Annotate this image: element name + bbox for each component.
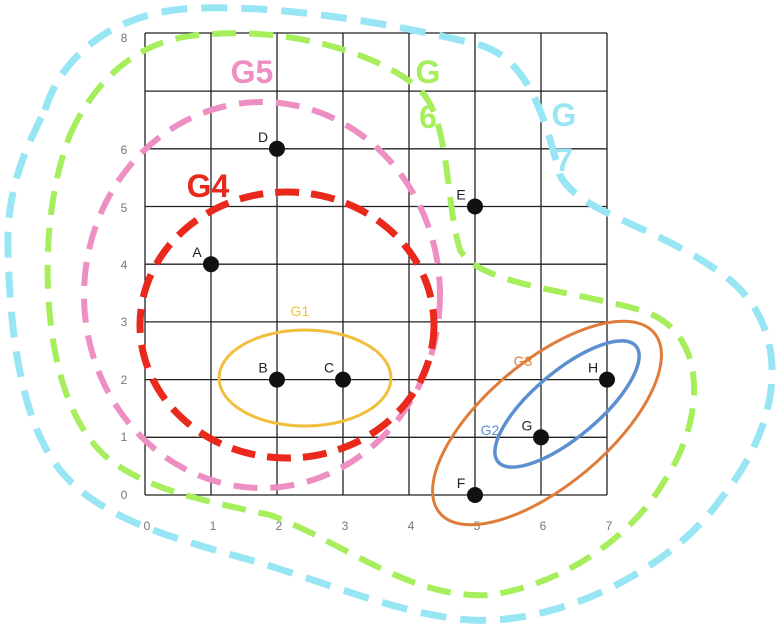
x-tick-label: 0 <box>144 519 151 533</box>
y-tick-label: 4 <box>121 258 128 272</box>
x-tick-label: 3 <box>342 519 349 533</box>
point-label: F <box>457 475 466 491</box>
cluster-boundary-g3 <box>431 319 663 527</box>
cluster-label-g1: G1 <box>291 303 310 319</box>
x-tick-label: 1 <box>210 519 217 533</box>
cluster-label-g2: G2 <box>481 422 500 438</box>
point-label: H <box>588 360 598 376</box>
data-point-e: E <box>456 187 483 215</box>
cluster-boundary-g1 <box>217 328 393 428</box>
cluster-label-g5: G5 <box>231 54 274 90</box>
data-point-h: H <box>588 360 615 388</box>
point-label: E <box>456 187 465 203</box>
cluster-boundary-g4 <box>136 188 438 462</box>
point-label: B <box>258 360 267 376</box>
cluster-boundary-g2 <box>493 339 641 469</box>
data-point-d: D <box>258 129 285 157</box>
y-tick-label: 3 <box>121 315 128 329</box>
data-points: A B C D E F G H <box>192 129 615 503</box>
cluster-label-g7-line2: 7 <box>555 142 573 178</box>
point-marker <box>269 371 285 388</box>
cluster-label-g3: G3 <box>514 353 533 369</box>
y-tick-label: 8 <box>121 31 128 45</box>
cluster-label-g6-line2: 6 <box>419 99 437 135</box>
y-tick-label: 1 <box>121 430 128 444</box>
point-marker <box>467 487 483 503</box>
point-marker <box>203 256 219 273</box>
point-label: C <box>324 360 334 376</box>
cluster-boundary-g6 <box>44 30 698 599</box>
cluster-boundary-g5 <box>81 99 443 491</box>
data-point-c: C <box>324 360 351 388</box>
x-tick-label: 2 <box>276 519 283 533</box>
point-marker <box>335 371 351 388</box>
data-point-f: F <box>457 475 483 503</box>
point-label: G <box>522 417 533 433</box>
y-tick-label: 2 <box>121 373 128 387</box>
y-tick-label: 5 <box>121 201 128 215</box>
point-marker <box>599 371 615 388</box>
cluster-label-g7-line1: G <box>552 97 577 133</box>
point-marker <box>269 140 285 157</box>
point-marker <box>467 198 483 215</box>
cluster-label-g6-line1: G <box>416 54 441 90</box>
x-tick-label: 7 <box>606 519 613 533</box>
x-tick-label: 4 <box>408 519 415 533</box>
x-tick-label: 6 <box>540 519 547 533</box>
y-tick-label: 6 <box>121 143 128 157</box>
cluster-boundary-g7 <box>4 4 776 624</box>
y-tick-label: 0 <box>121 488 128 502</box>
data-point-g: G <box>522 417 549 446</box>
point-marker <box>533 429 549 446</box>
point-label: D <box>258 129 268 145</box>
data-point-b: B <box>258 360 285 388</box>
data-point-a: A <box>192 244 219 273</box>
point-label: A <box>192 244 202 260</box>
cluster-label-g4: G4 <box>187 168 230 204</box>
